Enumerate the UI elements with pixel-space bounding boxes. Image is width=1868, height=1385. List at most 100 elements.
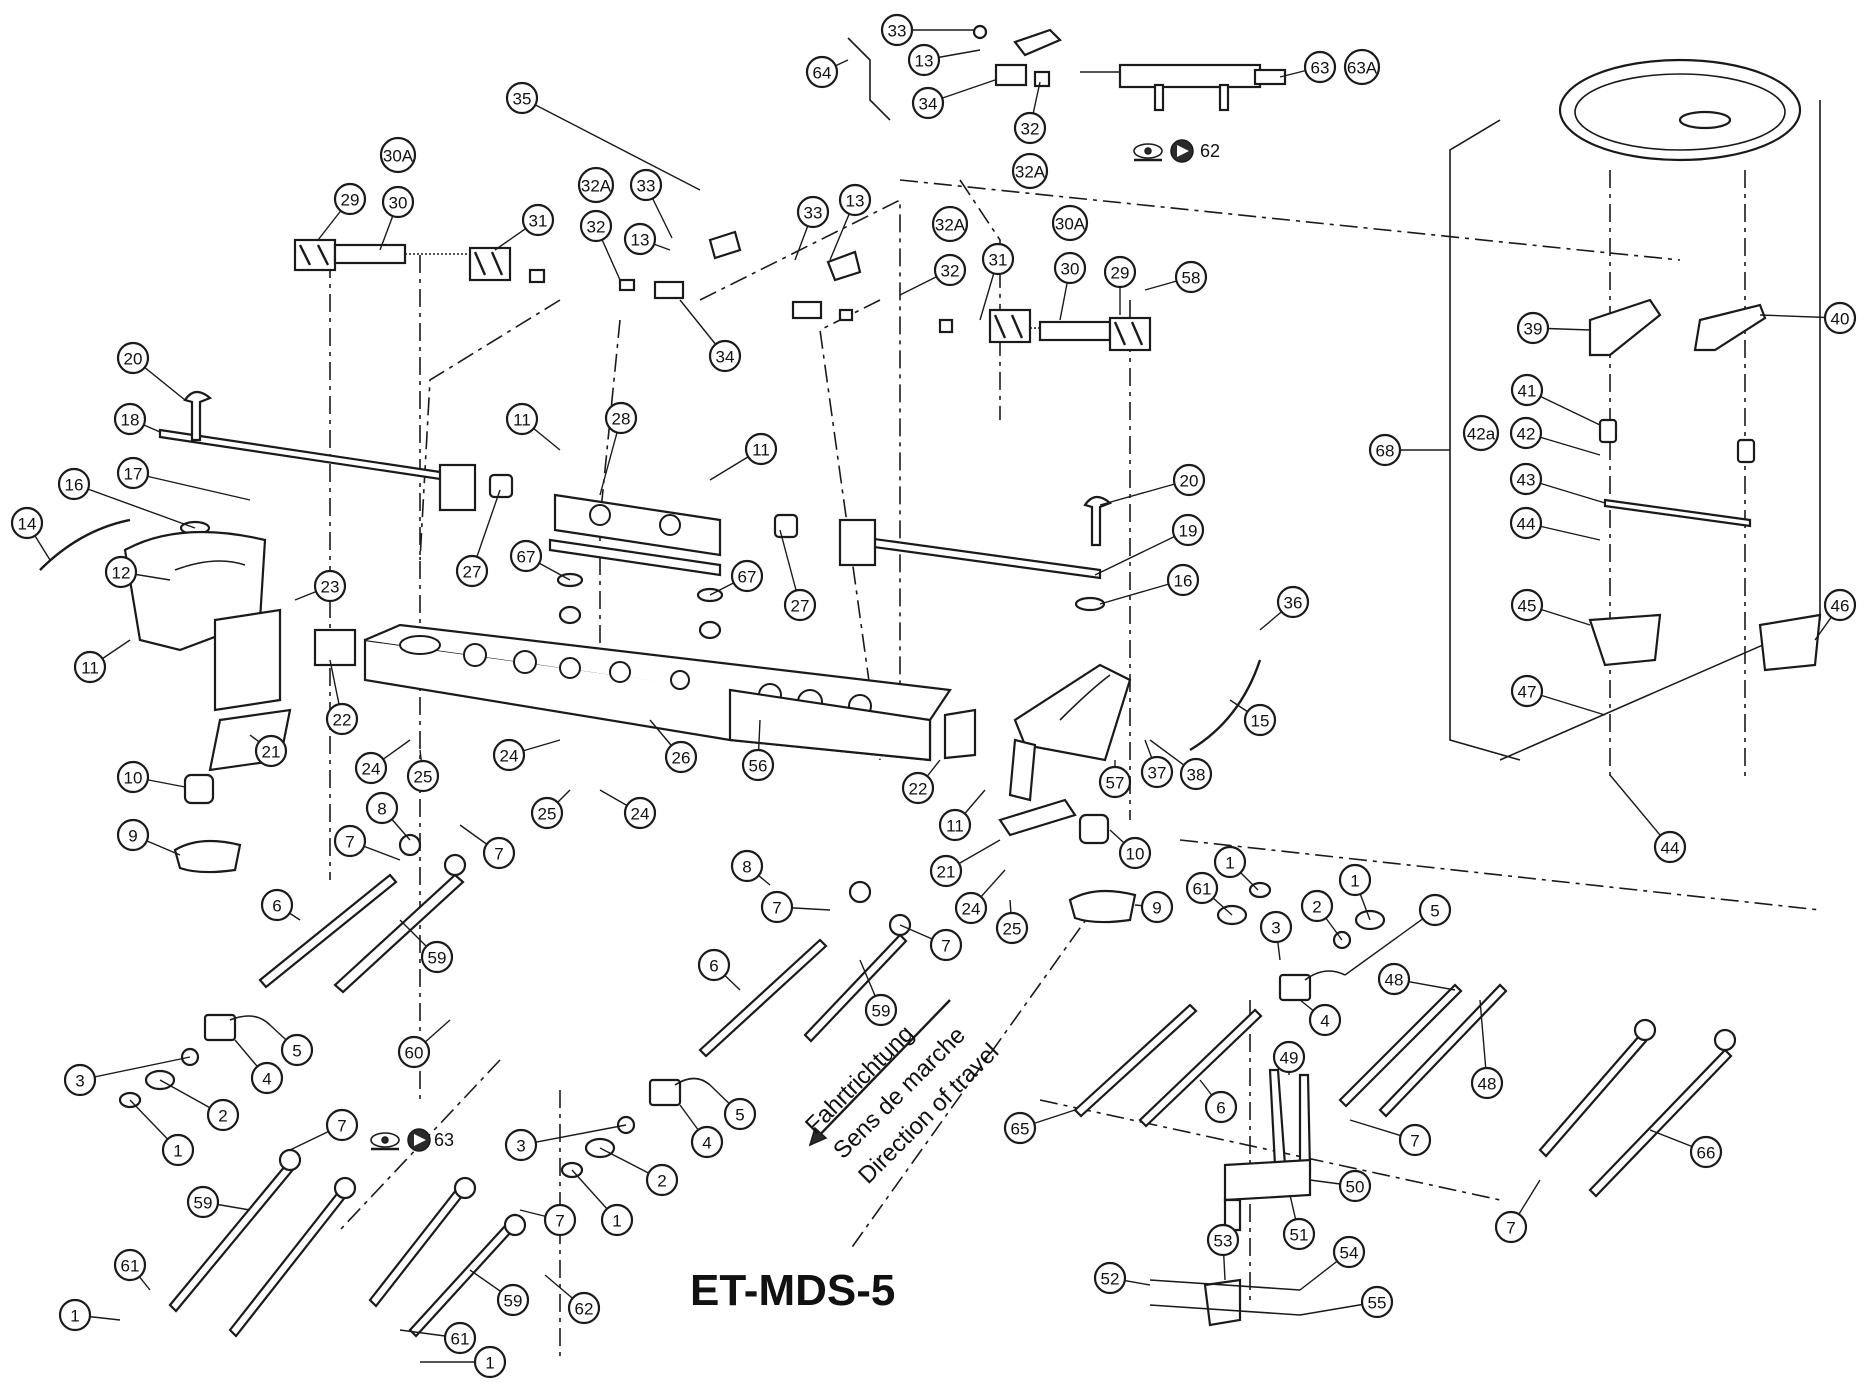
part-callout-66: 66 <box>1689 1135 1723 1169</box>
callout-circle <box>981 242 1015 276</box>
callout-number: 25 <box>538 805 557 824</box>
callout-circle <box>250 1061 284 1095</box>
callout-circle <box>760 890 794 924</box>
callout-number: 18 <box>121 411 140 430</box>
part-callout-4: 4 <box>1308 1003 1342 1037</box>
callout-circle <box>1282 1217 1316 1251</box>
callout-number: 41 <box>1518 382 1537 401</box>
part-callout-27: 27 <box>783 588 817 622</box>
callout-number: 20 <box>1180 472 1199 491</box>
housing-right <box>943 659 1262 924</box>
gas-spring-left <box>293 238 636 292</box>
part-callout-43: 43 <box>1509 462 1543 496</box>
part-callout-1: 1 <box>600 1203 634 1237</box>
part-callout-8: 8 <box>365 791 399 825</box>
callout-number: 30 <box>1061 260 1080 279</box>
drawing-title: ET-MDS-5 <box>690 1266 895 1315</box>
callout-number: 13 <box>915 52 934 71</box>
part-callout-21: 21 <box>929 854 963 888</box>
callout-number: 7 <box>494 845 503 864</box>
part-callout-5: 5 <box>1418 893 1452 927</box>
callout-circle <box>186 1185 220 1219</box>
cylinder-assembly-64 <box>847 24 1287 121</box>
callout-number: 62 <box>575 1300 594 1319</box>
callout-number: 3 <box>1271 919 1280 938</box>
valves <box>118 881 1386 1179</box>
callout-circle <box>864 993 898 1027</box>
callout-circle <box>1206 1223 1240 1257</box>
part-callout-25: 25 <box>530 796 564 830</box>
part-callout-36: 36 <box>1276 585 1310 619</box>
callout-circle <box>929 928 963 962</box>
callout-circle <box>1360 1285 1394 1319</box>
callout-number: 9 <box>128 827 137 846</box>
part-callout-21: 21 <box>254 734 288 768</box>
callout-circle <box>730 849 764 883</box>
callout-number: 8 <box>377 800 386 819</box>
callout-circle <box>1653 830 1687 864</box>
callout-number: 43 <box>1517 471 1536 490</box>
part-callout-14: 14 <box>10 506 44 540</box>
callout-circle <box>1172 463 1206 497</box>
callout-circle <box>623 222 657 256</box>
callout-number: 2 <box>218 1107 227 1126</box>
callout-number: 49 <box>1280 1049 1299 1068</box>
callout-circle <box>1470 1066 1504 1100</box>
callout-number: 37 <box>1148 764 1167 783</box>
callout-number: 3 <box>75 1072 84 1091</box>
part-callout-31: 31 <box>981 242 1015 276</box>
callout-circle <box>995 911 1029 945</box>
part-callout-63a: 63A <box>1343 48 1381 86</box>
part-callout-47: 47 <box>1510 674 1544 708</box>
callout-number: 26 <box>672 749 691 768</box>
callout-number: 31 <box>989 251 1008 270</box>
callout-number: 27 <box>463 563 482 582</box>
callout-circle <box>505 402 539 436</box>
callout-circle <box>664 740 698 774</box>
callout-circle <box>1510 588 1544 622</box>
part-callout-24: 24 <box>354 751 388 785</box>
callout-number: 30A <box>1055 215 1086 234</box>
part-callout-53: 53 <box>1206 1223 1240 1257</box>
callout-number: 32A <box>581 177 612 196</box>
housing-left <box>39 518 357 874</box>
arrow-badge-icon <box>407 1128 431 1152</box>
callout-number: 3 <box>516 1137 525 1156</box>
callout-circle <box>1332 1235 1366 1269</box>
callout-number: 35 <box>513 90 532 109</box>
callout-number: 1 <box>1225 854 1234 873</box>
part-callout-3: 3 <box>63 1063 97 1097</box>
part-callout-30: 30 <box>1053 251 1087 285</box>
part-callout-7: 7 <box>333 824 367 858</box>
travel-direction-labels: Fahrtrichtung Sens de marche Direction o… <box>800 1020 1004 1189</box>
callout-circle <box>313 569 347 603</box>
part-callout-11: 11 <box>744 432 778 466</box>
callout-circle <box>1051 204 1089 242</box>
part-callout-16: 16 <box>57 467 91 501</box>
callout-number: 29 <box>1111 264 1130 283</box>
part-callout-63: 63 <box>1303 50 1337 84</box>
callout-circle <box>455 554 489 588</box>
callout-number: 33 <box>804 204 823 223</box>
part-callout-61: 61 <box>113 1248 147 1282</box>
part-callout-7: 7 <box>929 928 963 962</box>
part-callout-4: 4 <box>690 1125 724 1159</box>
callout-number: 53 <box>1214 1232 1233 1251</box>
part-callout-1: 1 <box>161 1133 195 1167</box>
callout-circle <box>379 136 417 174</box>
callout-number: 1 <box>70 1307 79 1326</box>
callout-leader-line <box>521 97 701 191</box>
callout-circle <box>161 1133 195 1167</box>
callout-circle <box>1300 889 1334 923</box>
callout-circle <box>1368 433 1402 467</box>
part-callout-32a: 32A <box>1011 152 1049 190</box>
callout-number: 7 <box>941 937 950 956</box>
callout-circle <box>744 432 778 466</box>
part-callout-45: 45 <box>1510 588 1544 622</box>
part-callout-64: 64 <box>805 55 839 89</box>
callout-circle <box>73 650 107 684</box>
part-callout-11: 11 <box>938 808 972 842</box>
part-callout-24: 24 <box>954 891 988 925</box>
callout-number: 40 <box>1831 310 1850 329</box>
view-note-62-ref: 62 <box>1200 141 1220 161</box>
